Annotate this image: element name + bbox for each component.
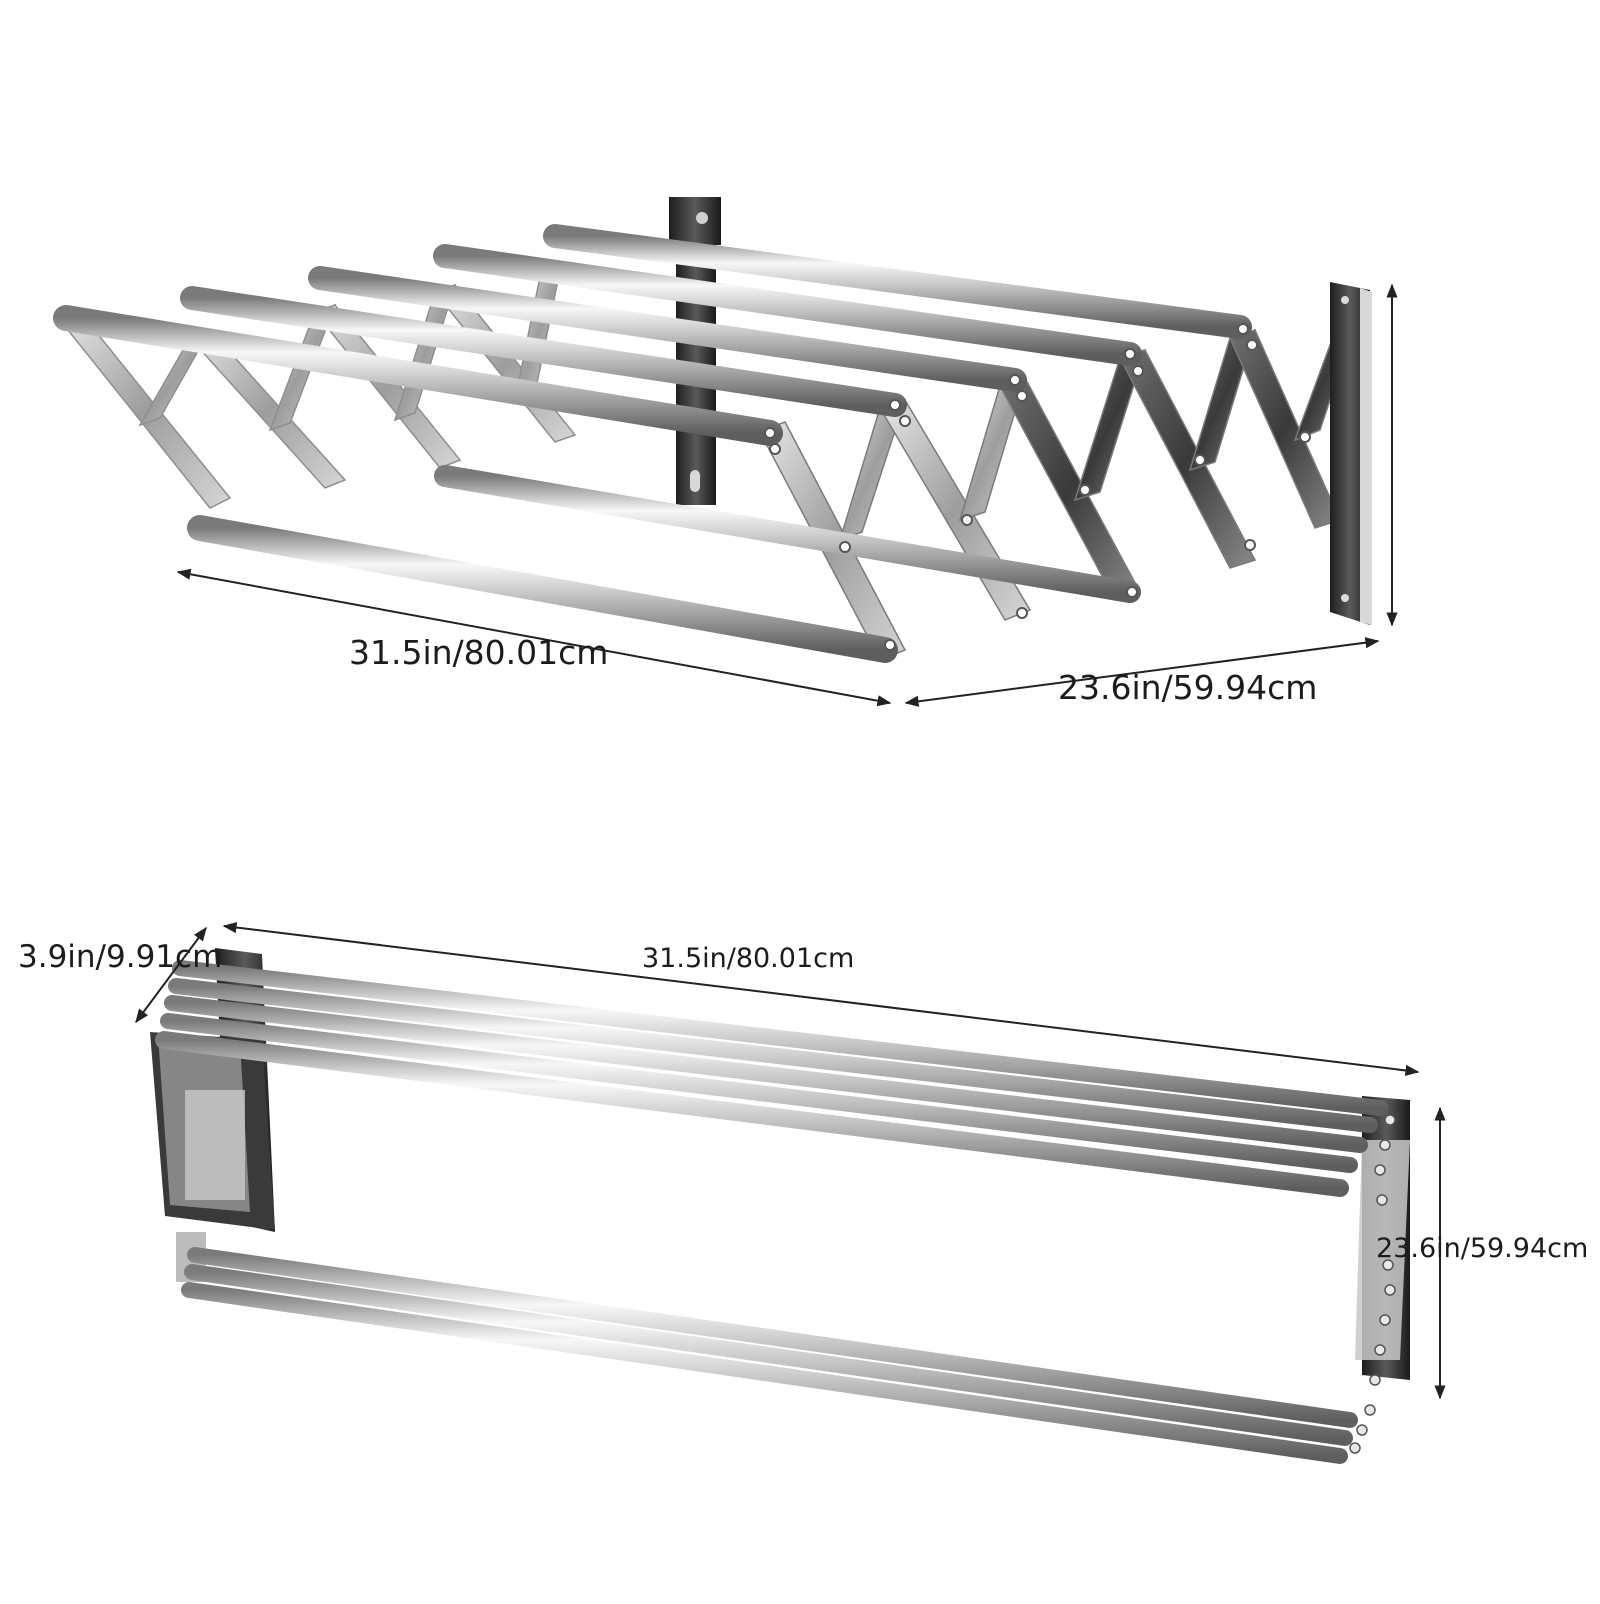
folded-depth-label: 3.9in/9.91cm <box>18 939 223 975</box>
dimension-lines <box>135 283 1446 1400</box>
folded-rack <box>150 948 1410 1464</box>
folded-width-label: 31.5in/80.01cm <box>642 943 855 974</box>
expanded-width-label: 31.5in/80.01cm <box>349 633 609 672</box>
dim-line-folded-depth <box>135 926 207 1024</box>
dim-line-folded-width <box>222 921 1420 1077</box>
expanded-depth-label: 23.6in/59.94cm <box>1058 668 1318 707</box>
expanded-rack <box>53 197 1372 663</box>
hanging-rods-folded-top <box>155 960 1388 1197</box>
rivets-folded <box>1349 1114 1396 1454</box>
rivets-expanded <box>764 316 1366 651</box>
hanging-rods-folded-bottom <box>181 1247 1358 1464</box>
scissor-arms-left <box>58 268 577 509</box>
dim-line-expanded-depth <box>904 637 1380 707</box>
hanging-rods-expanded <box>53 224 1252 663</box>
folded-right-bracket <box>1355 1096 1410 1380</box>
dim-line-expanded-width <box>176 568 892 707</box>
side-wall-bracket <box>1330 282 1372 625</box>
folded-height-label: 23.6in/59.94cm <box>1376 1233 1589 1264</box>
